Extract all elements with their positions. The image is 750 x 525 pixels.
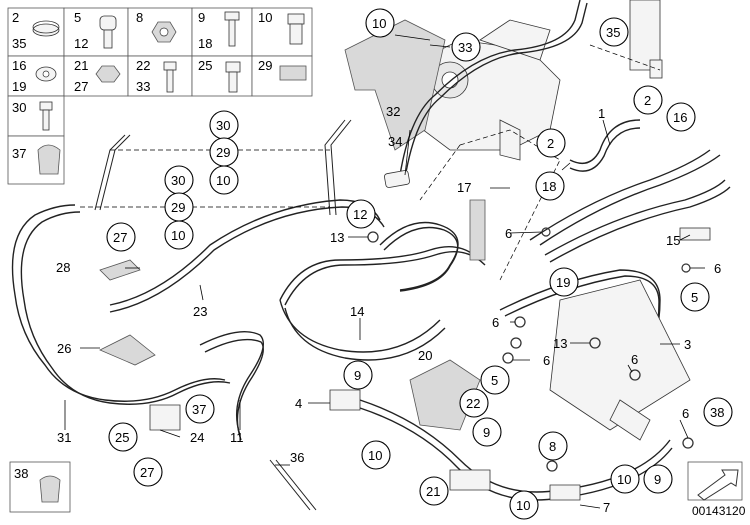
callout-20: 20 (418, 348, 432, 363)
callout-2: 2 (547, 136, 554, 151)
callout-10: 10 (171, 228, 185, 243)
callout-11: 11 (230, 430, 244, 445)
legend-cell-8-bottom: 33 (136, 79, 150, 94)
callout-2: 2 (644, 93, 651, 108)
callout-26: 26 (57, 341, 71, 356)
callout-10: 10 (372, 16, 386, 31)
callout-15: 15 (666, 233, 680, 248)
callout-10: 10 (368, 448, 382, 463)
callout-6: 6 (492, 315, 499, 330)
legend-cell-1-top: 2 (12, 10, 19, 25)
callout-27: 27 (140, 465, 154, 480)
callout-19: 19 (556, 275, 570, 290)
callout-4: 4 (295, 396, 302, 411)
callout-21: 21 (426, 484, 440, 499)
callout-24: 24 (190, 430, 204, 445)
legend-cell-6-top: 16 (12, 58, 26, 73)
diagram-id: 00143120 (692, 504, 746, 518)
callout-13: 13 (553, 336, 567, 351)
legend-cell-12-top: 37 (12, 146, 26, 161)
leader-lines (64, 34, 705, 509)
legend-cell-3-top: 8 (136, 10, 143, 25)
callout-5: 5 (691, 290, 698, 305)
callout-16: 16 (673, 110, 687, 125)
callout-32: 32 (386, 104, 400, 119)
callout-10: 10 (216, 173, 230, 188)
callout-12: 12 (353, 207, 367, 222)
callout-30: 30 (171, 173, 185, 188)
legend-cell-11-top: 30 (12, 100, 26, 115)
callout-23: 23 (193, 304, 207, 319)
callout-5: 5 (491, 373, 498, 388)
legend-cell-2-top: 5 (74, 10, 81, 25)
legend-cell-9-top: 25 (198, 58, 212, 73)
reservoir-outlet (649, 59, 663, 79)
callout-36: 36 (290, 450, 304, 465)
legend-cell-7-bottom: 27 (74, 79, 88, 94)
callout-27: 27 (113, 230, 127, 245)
callout-13: 13 (330, 230, 344, 245)
legend-cell-5-top: 10 (258, 10, 272, 25)
part-38-label: 38 (14, 466, 28, 481)
callout-10: 10 (617, 472, 631, 487)
callout-22: 22 (466, 396, 480, 411)
callout-28: 28 (56, 260, 70, 275)
callout-34: 34 (388, 134, 402, 149)
callout-8: 8 (549, 439, 556, 454)
callout-31: 31 (57, 430, 71, 445)
callout-35: 35 (606, 25, 620, 40)
heat-shield (344, 19, 446, 151)
callout-6: 6 (631, 352, 638, 367)
callout-6: 6 (543, 353, 550, 368)
reservoir (629, 0, 661, 71)
callout-18: 18 (542, 179, 556, 194)
legend-cell-8-top: 22 (136, 58, 150, 73)
legend-labels: 2 35 5 12 8 9 18 10 16 19 21 27 22 33 25… (12, 10, 272, 161)
part-38-box: 38 (9, 461, 71, 513)
callout-33: 33 (458, 40, 472, 55)
callout-30: 30 (216, 118, 230, 133)
legend-cell-4-bottom: 18 (198, 36, 212, 51)
callout-6: 6 (682, 406, 689, 421)
callout-37: 37 (192, 402, 206, 417)
callout-9: 9 (654, 472, 661, 487)
callout-7: 7 (603, 500, 610, 515)
brackets (99, 199, 711, 501)
legend-cell-10-top: 29 (258, 58, 272, 73)
callout-29: 29 (216, 145, 230, 160)
legend-cell-6-bottom: 19 (12, 79, 26, 94)
callout-9: 9 (354, 368, 361, 383)
legend-cell-7-top: 21 (74, 58, 88, 73)
legend-cell-4-top: 9 (198, 10, 205, 25)
plain-callouts: 32 34 1 17 6 15 6 13 28 23 14 6 13 3 26 … (56, 104, 721, 515)
legend-cell-1-bottom: 35 (12, 36, 26, 51)
callout-9: 9 (483, 425, 490, 440)
callout-1: 1 (598, 106, 605, 121)
reference-lines (80, 44, 661, 281)
callout-6: 6 (505, 226, 512, 241)
callout-10: 10 (516, 498, 530, 513)
callout-3: 3 (684, 337, 691, 352)
callout-17: 17 (457, 180, 471, 195)
callout-25: 25 (115, 430, 129, 445)
callout-6: 6 (714, 261, 721, 276)
legend-cell-2-bottom: 12 (74, 36, 88, 51)
callout-14: 14 (350, 304, 364, 319)
parts-legend (7, 7, 313, 185)
callout-29: 29 (171, 200, 185, 215)
pump-assembly (409, 19, 561, 161)
circled-callouts: 10 33 35 30 29 10 30 29 10 27 12 2 16 2 … (106, 8, 733, 520)
direction-arrow (687, 461, 743, 501)
callout-38: 38 (710, 405, 724, 420)
